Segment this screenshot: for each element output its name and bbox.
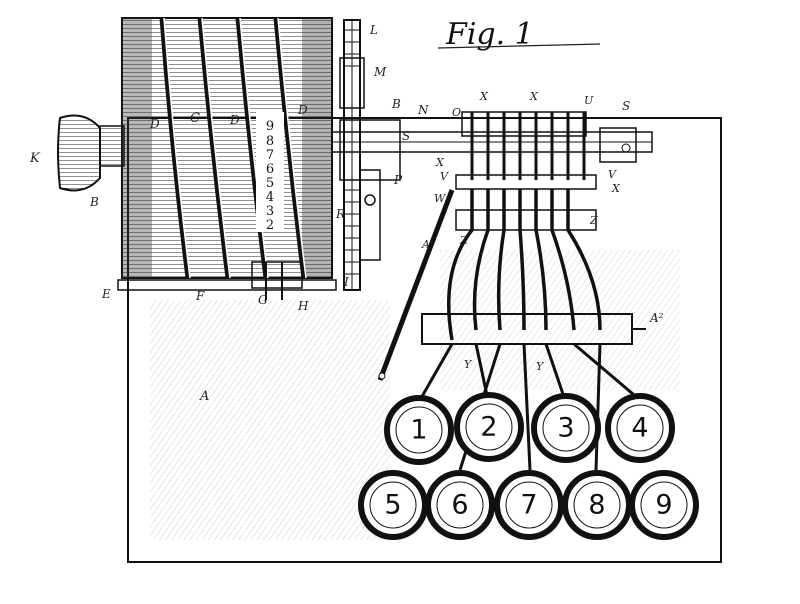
svg-text:8: 8 <box>588 490 605 521</box>
svg-text:5: 5 <box>384 490 401 521</box>
svg-text:3: 3 <box>266 204 274 219</box>
key-2: 2 <box>454 392 524 462</box>
key-9: 9 <box>629 470 699 540</box>
svg-text:7: 7 <box>520 490 537 521</box>
svg-text:2: 2 <box>480 412 497 443</box>
label-G: G <box>258 293 268 307</box>
label-E: E <box>101 287 111 301</box>
label-A1: A' <box>421 238 433 251</box>
key-4: 4 <box>605 393 675 463</box>
label-U: U <box>584 94 594 107</box>
svg-text:9: 9 <box>266 119 274 134</box>
label-F: F <box>195 289 205 303</box>
label-A: A <box>199 389 209 404</box>
svg-text:2: 2 <box>266 218 274 233</box>
label-M: M <box>373 65 387 79</box>
label-D3: D <box>297 103 308 117</box>
svg-text:6: 6 <box>451 490 468 521</box>
label-P: P <box>393 173 403 187</box>
label-B: B <box>89 195 99 209</box>
label-H: H <box>297 299 309 313</box>
svg-text:9: 9 <box>655 490 672 521</box>
label-N: N <box>417 103 429 117</box>
key-6: 6 <box>425 470 495 540</box>
label-X1: X <box>479 90 489 103</box>
label-Z: Z <box>459 234 468 247</box>
reference-labels: K B C D D D E F G H I L M B N O P R S S … <box>29 23 664 404</box>
bottom-rod <box>117 261 337 300</box>
key-8: 8 <box>562 470 632 540</box>
label-K: K <box>29 151 41 166</box>
svg-text:8: 8 <box>266 134 274 149</box>
base-plate <box>127 117 722 563</box>
lever-frame <box>377 111 646 471</box>
label-O: O <box>452 106 461 119</box>
label-Z2: Z <box>589 214 598 227</box>
figure-title: Fig. 1 <box>437 17 601 52</box>
label-X4: X <box>611 182 621 195</box>
label-L: L <box>369 23 378 37</box>
label-R: R <box>335 207 345 221</box>
label-X2: X <box>529 90 539 103</box>
label-W: W <box>434 192 447 205</box>
dial-numbers: 9 8 7 6 5 4 3 2 <box>266 119 274 233</box>
label-V: V <box>440 170 449 183</box>
svg-text:4: 4 <box>266 190 274 205</box>
svg-text:4: 4 <box>631 413 648 444</box>
svg-text:3: 3 <box>557 413 574 444</box>
label-X3: X <box>435 156 445 169</box>
key-3: 3 <box>531 393 601 463</box>
label-D: D <box>149 117 160 131</box>
label-C: C <box>190 111 200 126</box>
key-7: 7 <box>494 470 564 540</box>
keys: 1 2 3 4 5 6 7 <box>358 392 699 540</box>
svg-text:7: 7 <box>266 148 274 163</box>
cylinder <box>121 17 333 279</box>
svg-text:6: 6 <box>266 162 274 177</box>
ratchet-wheel <box>339 19 401 291</box>
label-Y2: Y <box>536 360 545 373</box>
crank-knob <box>57 114 653 192</box>
key-5: 5 <box>358 470 428 540</box>
label-D2: D <box>229 113 240 127</box>
label-I: I <box>343 275 349 289</box>
label-V2: V <box>608 168 617 181</box>
key-1: 1 <box>384 395 454 465</box>
svg-text:5: 5 <box>266 176 274 191</box>
label-B2: B <box>391 97 401 111</box>
label-Y1: Y <box>464 358 473 371</box>
label-S2: S <box>622 99 630 113</box>
svg-text:1: 1 <box>410 415 427 446</box>
label-S: S <box>402 129 410 143</box>
label-A2: A² <box>649 311 664 325</box>
